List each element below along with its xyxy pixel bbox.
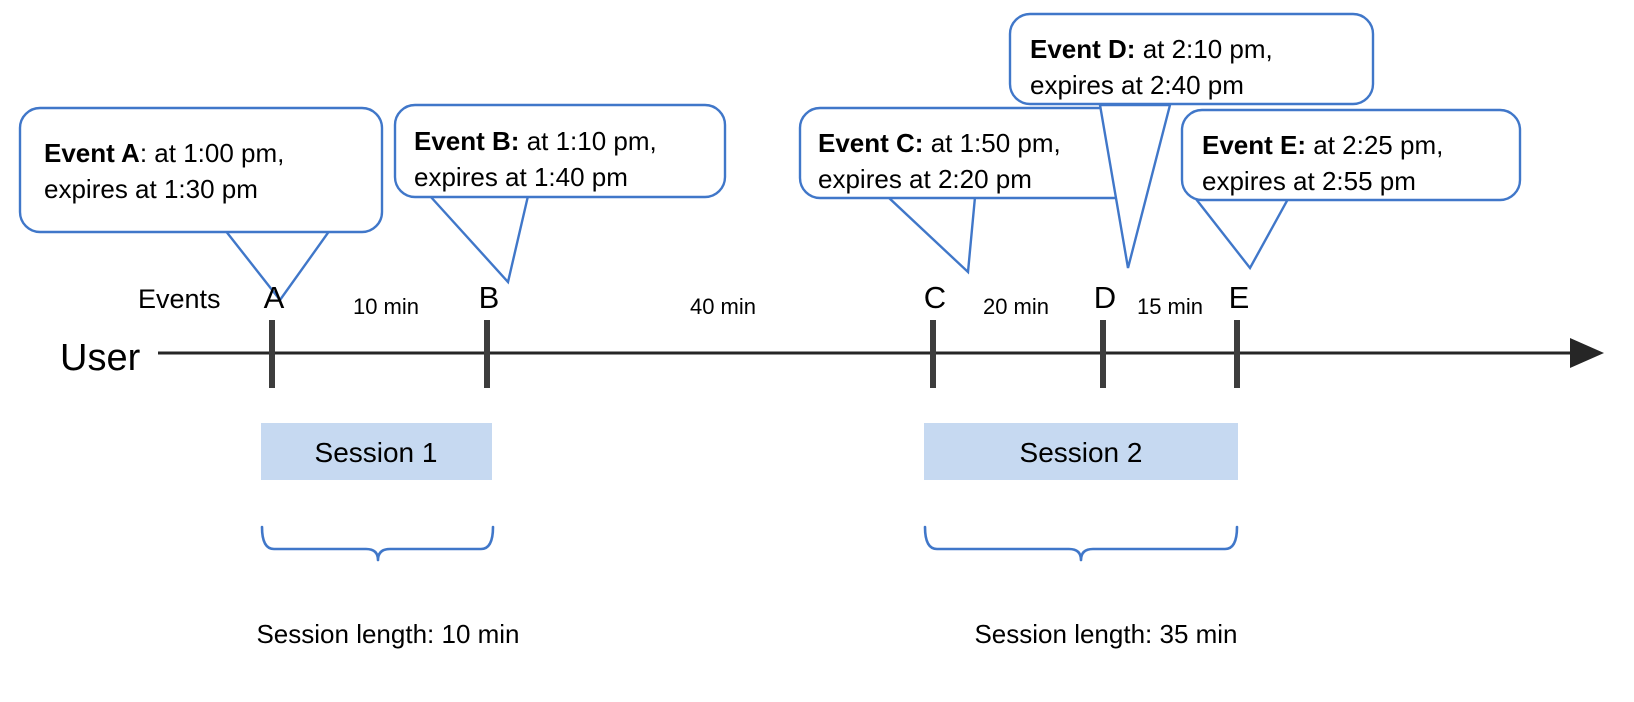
callout-rest2-a: at 1:00 pm, xyxy=(147,138,284,168)
session-1-length-label: Session length: 10 min xyxy=(256,619,519,649)
callout-event-e[interactable]: Event E: at 2:25 pm, expires at 2:55 pm xyxy=(1180,108,1522,271)
callout-event-b[interactable]: Event B: at 1:10 pm, expires at 1:40 pm xyxy=(393,103,727,285)
callout-text-e-line2: expires at 2:55 pm xyxy=(1202,166,1416,196)
gap-label-b-c: 40 min xyxy=(690,294,756,319)
event-letter-e: E xyxy=(1229,280,1250,315)
callout-tail-b xyxy=(427,194,530,285)
callout-event-c[interactable]: Event C: at 1:50 pm, expires at 2:20 pm xyxy=(798,106,1137,275)
session-2-group[interactable]: Session 2 Session length: 35 min xyxy=(923,423,1239,649)
callout-lead-c: Event C: xyxy=(818,128,923,158)
session-2-label: Session 2 xyxy=(1020,437,1143,468)
callout-lead-e: Event E: xyxy=(1202,130,1306,160)
callout-event-d[interactable]: Event D: at 2:10 pm, expires at 2:40 pm xyxy=(1008,12,1375,269)
event-letter-d: D xyxy=(1094,280,1116,315)
lane-label-events: Events xyxy=(138,284,221,314)
callout-text-d-line1: Event D: at 2:10 pm, xyxy=(1030,34,1273,64)
callout-rest-a: : xyxy=(140,138,147,168)
callout-lead-b: Event B: xyxy=(414,126,519,156)
callout-box-b xyxy=(393,103,727,199)
gap-label-c-d: 20 min xyxy=(983,294,1049,319)
session-1-label: Session 1 xyxy=(315,437,438,468)
callout-rest-e: at 2:25 pm, xyxy=(1306,130,1443,160)
callout-event-a[interactable]: Event A: at 1:00 pm, expires at 1:30 pm xyxy=(18,106,384,303)
callout-rest-d: at 2:10 pm, xyxy=(1135,34,1272,64)
callout-text-c-line2: expires at 2:20 pm xyxy=(818,164,1032,194)
session-1-brace xyxy=(260,525,495,562)
callout-box-e xyxy=(1180,108,1522,202)
callout-rest-c: at 1:50 pm, xyxy=(923,128,1060,158)
callout-text-e-line1: Event E: at 2:25 pm, xyxy=(1202,130,1443,160)
callout-text-c-line1: Event C: at 1:50 pm, xyxy=(818,128,1061,158)
callout-text-a-line2: expires at 1:30 pm xyxy=(44,174,258,204)
event-letter-a: A xyxy=(264,280,285,315)
session-2-brace xyxy=(923,525,1239,562)
event-letter-b: B xyxy=(479,280,500,315)
callout-text-b-line1: Event B: at 1:10 pm, xyxy=(414,126,657,156)
session-2-bar xyxy=(924,423,1238,480)
session-2-length-label: Session length: 35 min xyxy=(974,619,1237,649)
callout-text-a-line1: Event A: at 1:00 pm, xyxy=(44,138,284,168)
event-letter-c: C xyxy=(924,280,946,315)
callout-tail-e xyxy=(1193,197,1291,271)
lane-label-user: User xyxy=(60,337,141,379)
timeline-arrow-icon xyxy=(1570,338,1604,368)
callout-text-d-line2: expires at 2:40 pm xyxy=(1030,70,1244,100)
callout-box-d xyxy=(1008,12,1375,106)
session-1-bar xyxy=(261,423,492,480)
callout-tail-c xyxy=(884,195,977,275)
gap-label-a-b: 10 min xyxy=(353,294,419,319)
session-1-group[interactable]: Session 1 Session length: 10 min xyxy=(256,423,520,649)
callout-rest-b: at 1:10 pm, xyxy=(519,126,656,156)
callout-text-b-line2: expires at 1:40 pm xyxy=(414,162,628,192)
callout-box-a xyxy=(18,106,384,234)
callout-lead-d: Event D: xyxy=(1030,34,1135,64)
gap-label-d-e: 15 min xyxy=(1137,294,1203,319)
callout-lead-a: Event A xyxy=(44,138,140,168)
